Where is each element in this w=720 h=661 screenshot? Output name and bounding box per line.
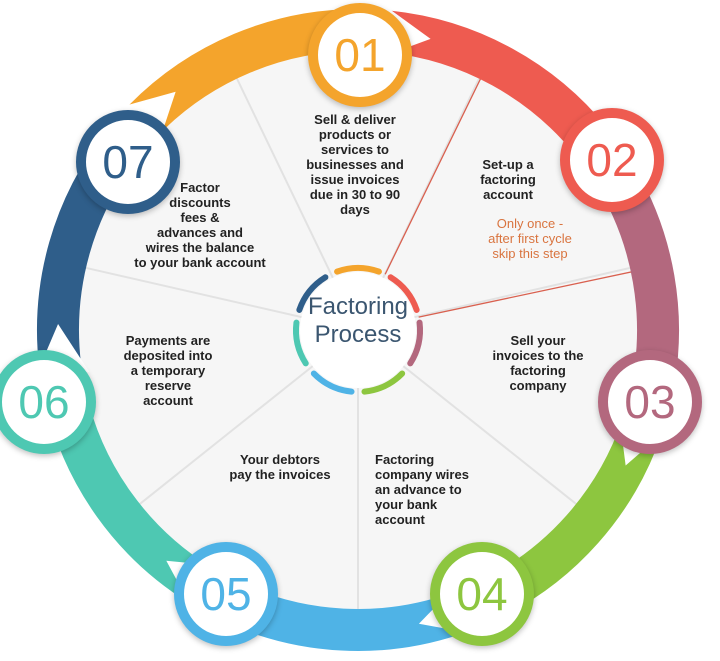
step-badge-03: 03 [598, 350, 702, 454]
step-badge-04: 04 [430, 542, 534, 646]
center-ring-arc-04 [361, 370, 406, 395]
center-ring-arc-07 [296, 274, 329, 313]
step-text-02: Set-up a factoring account [480, 157, 536, 202]
step-badge-02: 02 [560, 108, 664, 212]
step-text-01: Sell & deliver products or services to b… [306, 112, 404, 217]
center-ring-arc-06 [293, 319, 309, 367]
center-title: Factoring Process [307, 293, 409, 348]
step-badge-06: 06 [0, 350, 96, 454]
step-text-05: Your debtors pay the invoices [229, 452, 331, 482]
center-ring-arc-01 [334, 265, 382, 275]
step-note-02: Only once - after first cycle skip this … [488, 216, 572, 261]
step-text-07: Factor discounts fees & advances and wir… [134, 180, 266, 270]
step-badge-07: 07 [76, 110, 180, 214]
step-badge-01: 01 [308, 3, 412, 107]
center-circle [300, 272, 416, 388]
center-ring-arc-03 [407, 319, 423, 367]
step-text-03: Sell your invoices to the factoring comp… [492, 333, 584, 393]
step-text-04: Factoring company wires an advance to yo… [375, 452, 469, 527]
center-ring-arc-05 [310, 370, 355, 395]
step-badge-05: 05 [174, 542, 278, 646]
step-02-connector-line [384, 69, 486, 275]
step-text-06: Payments are deposited into a temporary … [123, 333, 213, 408]
step-02-connector-line [418, 269, 642, 318]
center-ring-arc-02 [387, 274, 420, 313]
